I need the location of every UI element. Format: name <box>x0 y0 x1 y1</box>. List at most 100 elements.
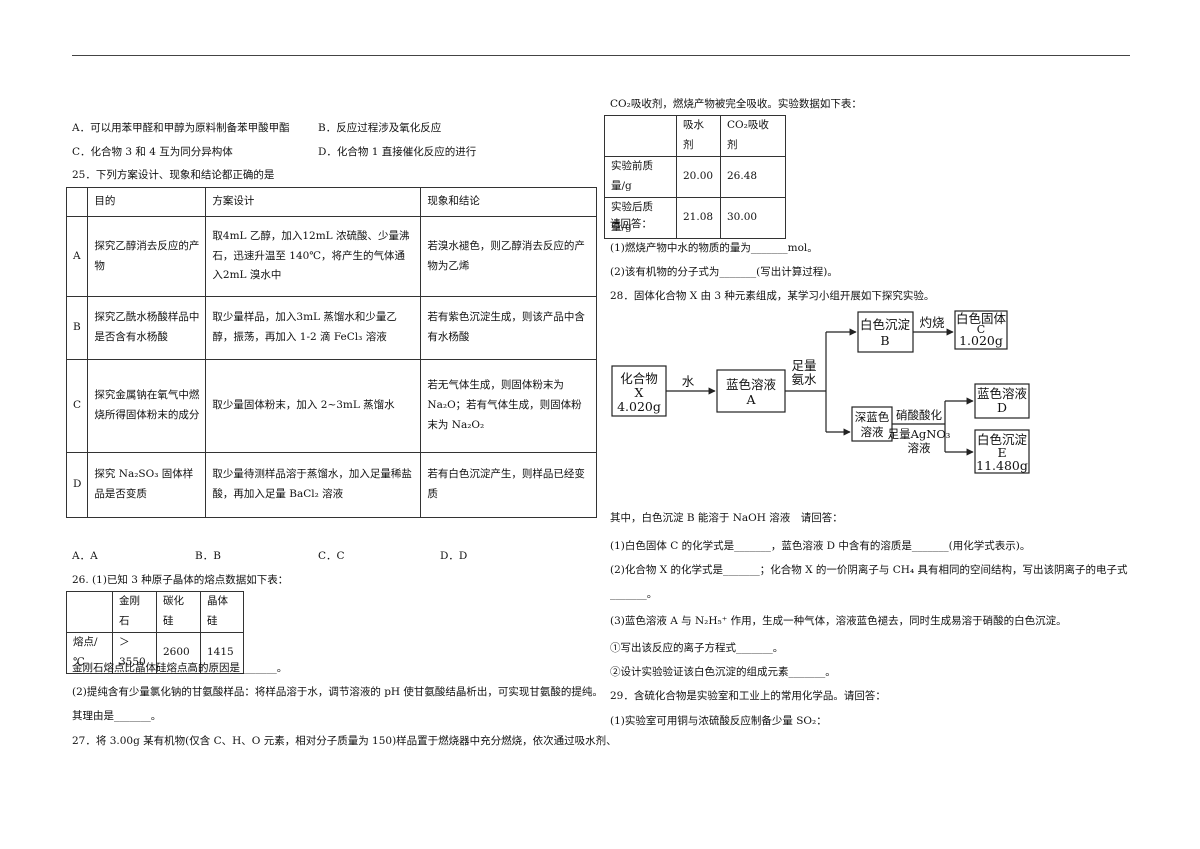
solution-d-box <box>974 383 1030 419</box>
q29-line-1: (1)实验室可用铜与浓硫酸反应制备少量 SO₂： <box>610 715 827 727</box>
q25-row-letter: B <box>65 296 89 360</box>
q28-line-2: (1)白色固体 C 的化学式是_______，蓝色溶液 D 中含有的溶质是___… <box>610 540 1031 552</box>
q26-stem: 26. (1)已知 3 种原子晶体的熔点数据如下表： <box>72 574 289 586</box>
ammonia-label-2: 氨水 <box>791 372 817 387</box>
q28-line-5: (3)蓝色溶液 A 与 N₂H₅⁺ 作用，生成一种气体，溶液蓝色褪去，同时生成易… <box>610 615 1067 627</box>
q25-row-result: 若溴水褪色，则乙醇消去反应的产物为乙烯 <box>420 216 597 297</box>
compound-x-mass: 4.020g <box>617 399 661 414</box>
q25-option-c: C．C <box>318 550 345 562</box>
q26-table: 金刚石 碳化硅 晶体硅 熔点/℃ ＞3550 2600 1415 <box>66 591 244 674</box>
q27-header-cell <box>604 115 677 157</box>
q27-data-cell: 实验后质量/g <box>604 196 677 239</box>
q25-header-purpose: 目的 <box>87 187 207 217</box>
precipitate-e-name: E <box>997 445 1006 460</box>
precipitate-b-name: B <box>880 333 889 348</box>
ammonia-label-1: 足量 <box>791 358 816 373</box>
precipitate-e-label: 白色沉淀 <box>977 432 1028 447</box>
q25-table: 目的 方案设计 现象和结论 A 探究乙醇消去反应的产物 取4mL 乙醇，加入12… <box>65 187 597 518</box>
q24-option-a: A．可以用苯甲醛和甲醇为原料制备苯甲酸甲酯 <box>72 122 290 134</box>
q26-data-cell: 1415 <box>200 631 244 674</box>
q25-row-design: 取4mL 乙醇，加入12mL 浓硫酸、少量沸石，迅速升温至 140℃，将产生的气… <box>205 216 422 297</box>
q25-row-design: 取少量待测样品溶于蒸馏水，加入足量稀盐酸，再加入足量 BaCl₂ 溶液 <box>205 452 422 518</box>
solid-c-label: 白色固体 <box>956 311 1007 326</box>
q25-stem: 25．下列方案设计、现象和结论都正确的是 <box>72 169 275 181</box>
q27-header-cell: 吸水剂 <box>676 115 721 157</box>
q25-row-purpose: 探究金属钠在氧气中燃烧所得固体粉末的成分 <box>87 359 207 453</box>
precipitate-e-box <box>974 429 1030 474</box>
q25-row-d: D 探究 Na₂SO₃ 固体样品是否变质 取少量待测样品溶于蒸馏水，加入足量稀盐… <box>65 452 597 518</box>
q26-header-cell: 金刚石 <box>112 591 157 633</box>
q28-line-1: 其中，白色沉淀 B 能溶于 NaOH 溶液 请回答： <box>610 512 843 524</box>
q25-header-blank <box>65 187 89 217</box>
water-label: 水 <box>682 374 695 389</box>
deep-blue-label-1: 深蓝色 <box>855 410 890 424</box>
q28-flow-diagram: 化合物 X 4.020g 水 蓝色溶液 A 足量 氨水 白色沉淀 B 灼烧 白色… <box>611 310 1030 474</box>
q25-option-a: A．A <box>72 550 98 562</box>
compound-x-name: X <box>635 385 644 400</box>
q25-row-a: A 探究乙醇消去反应的产物 取4mL 乙醇，加入12mL 浓硫酸、少量沸石，迅速… <box>65 216 597 297</box>
q27-line-2: CO₂吸收剂，燃烧产物被完全吸收。实验数据如下表： <box>610 98 862 110</box>
q24-option-d: D．化合物 1 直接催化反应的进行 <box>318 146 477 158</box>
q27-line-5: (2)该有机物的分子式为_______(写出计算过程)。 <box>610 266 838 278</box>
q24-option-b: B．反应过程涉及氧化反应 <box>318 122 442 134</box>
q27-header-cell: CO₂吸收剂 <box>720 115 786 157</box>
q25-row-purpose: 探究 Na₂SO₃ 固体样品是否变质 <box>87 452 207 518</box>
compound-x-label: 化合物 <box>620 371 658 386</box>
solution-a-label: 蓝色溶液 <box>726 377 777 392</box>
q25-row-result: 若有紫色沉淀生成，则该产品中含有水杨酸 <box>420 296 597 360</box>
q26-data-row: 熔点/℃ ＞3550 2600 1415 <box>66 631 244 674</box>
q27-line-3: 请回答： <box>610 218 652 230</box>
q27-data-cell: 21.08 <box>676 196 721 239</box>
solution-d-name: D <box>997 400 1007 415</box>
q25-header-result: 现象和结论 <box>420 187 597 217</box>
solution-a-name: A <box>745 392 756 407</box>
q26-line-1: 金刚石熔点比晶体硅熔点高的原因是_______。 <box>72 662 288 674</box>
q28-line-3: (2)化合物 X 的化学式是_______；化合物 X 的一价阴离子与 CH₄ … <box>610 564 1128 576</box>
q25-row-letter: C <box>65 359 89 453</box>
q25-option-d: D．D <box>440 550 468 562</box>
acid-label-3: 溶液 <box>908 441 931 455</box>
q26-line-2: (2)提纯含有少量氯化钠的甘氨酸样品：将样品溶于水，调节溶液的 pH 使甘氨酸结… <box>72 686 603 698</box>
header-rule <box>72 55 1130 56</box>
q27-data-cell: 实验前质量/g <box>604 155 677 198</box>
burn-label: 灼烧 <box>919 315 945 330</box>
q27-line-1: 27．将 3.00g 某有机物(仅含 C、H、O 元素，相对分子质量为 150)… <box>72 735 617 747</box>
q28-line-7: ②设计实验验证该白色沉淀的组成元素_______。 <box>610 666 836 678</box>
q27-line-4: (1)燃烧产物中水的物质的量为_______mol。 <box>610 242 818 254</box>
q27-data-cell: 26.48 <box>720 155 786 198</box>
q28-stem: 28．固体化合物 X 由 3 种元素组成，某学习小组开展如下探究实验。 <box>610 290 935 302</box>
q24-option-c: C．化合物 3 和 4 互为同分异构体 <box>72 146 233 158</box>
precipitate-b-label: 白色沉淀 <box>860 317 911 332</box>
q25-row-purpose: 探究乙酰水杨酸样品中是否含有水杨酸 <box>87 296 207 360</box>
q28-line-4: _______。 <box>610 588 658 600</box>
solution-d-label: 蓝色溶液 <box>977 386 1028 401</box>
q25-row-design: 取少量样品，加入3mL 蒸馏水和少量乙醇，振荡，再加入 1-2 滴 FeCl₃ … <box>205 296 422 360</box>
q27-table: 吸水剂 CO₂吸收剂 实验前质量/g 20.00 26.48 实验后质量/g 2… <box>604 115 786 239</box>
q27-header-row: 吸水剂 CO₂吸收剂 <box>604 115 786 157</box>
q26-header-cell <box>66 591 113 633</box>
solid-c-mass: 1.020g <box>959 333 1003 348</box>
q26-header-cell: 晶体硅 <box>200 591 244 633</box>
q26-header-cell: 碳化硅 <box>156 591 201 633</box>
q25-row-c: C 探究金属钠在氧气中燃烧所得固体粉末的成分 取少量固体粉末，加入 2~3mL … <box>65 359 597 453</box>
deep-blue-label-2: 溶液 <box>861 425 884 439</box>
acid-label-1: 硝酸酸化 <box>896 408 942 422</box>
q25-row-b: B 探究乙酰水杨酸样品中是否含有水杨酸 取少量样品，加入3mL 蒸馏水和少量乙醇… <box>65 296 597 360</box>
q25-row-purpose: 探究乙醇消去反应的产物 <box>87 216 207 297</box>
q25-row-letter: A <box>65 216 89 297</box>
q25-header-row: 目的 方案设计 现象和结论 <box>65 187 597 217</box>
q25-row-result: 若无气体生成，则固体粉末为 Na₂O；若有气体生成，则固体粉末为 Na₂O₂ <box>420 359 597 453</box>
q25-header-design: 方案设计 <box>205 187 422 217</box>
q26-data-cell: 熔点/℃ <box>66 631 113 674</box>
solid-c-name: C <box>977 323 985 336</box>
q29-stem: 29．含硫化合物是实验室和工业上的常用化学品。请回答： <box>610 690 886 702</box>
solid-c-box <box>954 310 1008 350</box>
q26-data-cell: 2600 <box>156 631 201 674</box>
q26-line-3: 其理由是_______。 <box>72 710 162 722</box>
q26-header-row: 金刚石 碳化硅 晶体硅 <box>66 591 244 633</box>
q25-row-result: 若有白色沉淀产生，则样品已经变质 <box>420 452 597 518</box>
q25-option-b: B．B <box>195 550 221 562</box>
precipitate-e-mass: 11.480g <box>976 458 1028 473</box>
q25-row-design: 取少量固体粉末，加入 2~3mL 蒸馏水 <box>205 359 422 453</box>
q27-data-row: 实验前质量/g 20.00 26.48 <box>604 155 786 198</box>
